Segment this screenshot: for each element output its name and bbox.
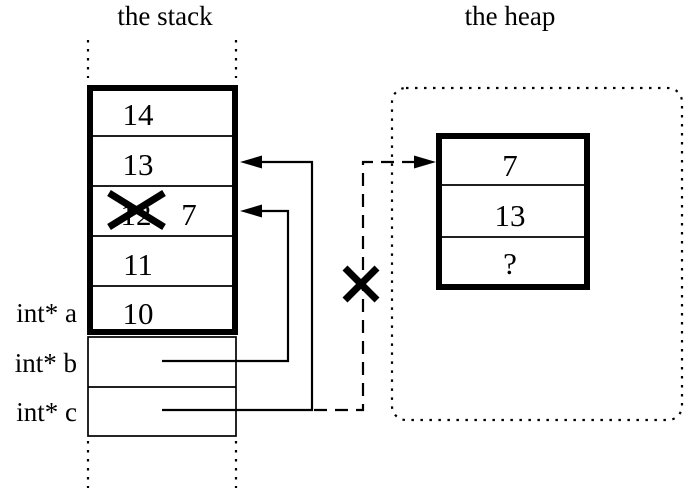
arrowhead-left-icon <box>240 204 262 218</box>
dangling-heap-arrow <box>314 155 436 412</box>
pointer-label-c: int* c <box>16 397 77 427</box>
heap-cell-value: 7 <box>502 148 518 183</box>
heap-region-outline <box>390 86 684 422</box>
pointer-b-arrow <box>162 204 290 363</box>
stack-title: the stack <box>117 1 213 31</box>
stack-cell-value: 11 <box>123 247 153 282</box>
pointer-label-b: int* b <box>15 348 77 378</box>
heap-cell-value: ? <box>503 246 517 281</box>
pointer-label-a: int* a <box>16 298 77 328</box>
heap-title: the heap <box>465 1 556 31</box>
heap-cell-value: 13 <box>495 198 526 233</box>
crossout-x-icon <box>107 190 166 230</box>
stack-box <box>87 85 238 335</box>
stack-cell-new-value: 7 <box>181 197 197 232</box>
arrowhead-right-icon <box>414 155 436 169</box>
heap-box <box>436 133 590 290</box>
stack-cell-value: 13 <box>123 147 154 182</box>
stack-cell-value: 10 <box>123 296 154 331</box>
invalid-x-icon <box>342 265 380 303</box>
pointer-c-arrow <box>162 155 314 412</box>
stack-cell-value: 14 <box>123 97 155 132</box>
arrowhead-left-icon <box>240 155 262 169</box>
